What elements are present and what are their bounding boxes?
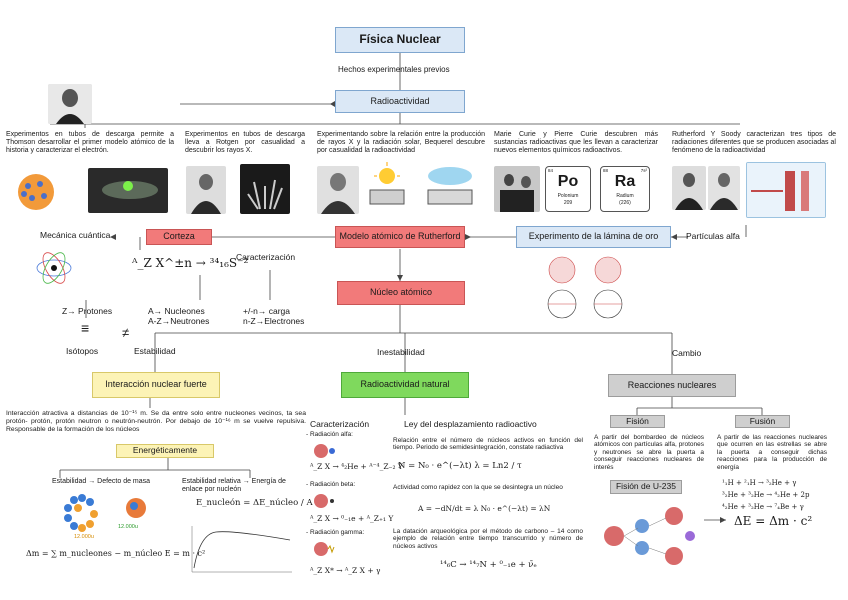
rontgen-portrait (186, 166, 226, 214)
ra-suffix: 7s² (640, 168, 647, 173)
nucleo-atomico-box: Núcleo atómico (337, 281, 465, 305)
cloud-plate-image (414, 162, 486, 212)
ley-desplazamiento-label: Ley del desplazamiento radioactivo (404, 419, 537, 429)
plum-pudding-image (6, 168, 76, 213)
alpha-formula: ᴬ_Z X → ⁴₂He + ᴬ⁻⁴_Z₋₂ Y (310, 462, 403, 471)
binding-energy-graph (186, 522, 296, 578)
po-symbol: Po (557, 173, 579, 190)
caracterizacion-label: Caracterización (236, 252, 296, 262)
energeticamente-box: Energéticamente (116, 444, 214, 458)
fission-diagram (594, 496, 704, 576)
fusion-formula-3: ⁴₂He + ³₂He → ⁷₄Be + γ (722, 503, 804, 511)
ra-symbol: Ra (614, 173, 636, 190)
beta-decay-image (312, 492, 336, 510)
datacion-description: La datación arqueológica por el método d… (393, 528, 583, 550)
mass-defect-image (56, 490, 164, 538)
mass-value-2: 12.000u (118, 524, 138, 530)
fuerte-description: Interacción atractiva a distancias de 10… (6, 410, 306, 433)
z-protones-label: Z→ Protones (62, 306, 113, 316)
decay-law-formula: N = N₀ · e^(−λt) λ = Ln2 / τ (398, 461, 522, 471)
actividad-description: Actividad como rapidez con la que se des… (393, 484, 563, 491)
mecanica-cuantica-label: Mecánica cuántica (40, 230, 111, 240)
polonium-card: 84 Po Polonium 209 (545, 166, 591, 212)
neq-symbol: ≠ (122, 325, 130, 340)
fision-box: Fisión (610, 415, 665, 428)
radiacion-alfa-label: - Radiación alfa: (306, 431, 353, 438)
fision-description: A partir del bombardeo de núcleos atómic… (594, 434, 704, 471)
gamma-decay-image (312, 540, 336, 558)
caracterizacion-natural-label: Caracterización (310, 419, 370, 429)
interaccion-fuerte-box: Interacción nuclear fuerte (92, 372, 220, 398)
rutherford-portrait (672, 166, 706, 210)
cathode-tube-image (88, 168, 168, 213)
sun-plate-image (362, 162, 412, 212)
fusion-box: Fusión (735, 415, 790, 428)
fusion-formula-2: ³₂He + ³₂He → ⁴₂He + 2p (722, 491, 810, 499)
mass-defect-formula: Δm = ∑ m_nucleones − m_núcleo E = m · c² (26, 549, 206, 558)
ley-description: Relación entre el número de núcleos acti… (393, 437, 583, 452)
ra-number: 88 (603, 168, 609, 173)
activity-formula: A = −dN/dt = λ N₀ · e^(−λt) = λN (418, 504, 551, 513)
main-title: Física Nuclear (335, 27, 465, 53)
becquerel-portrait (317, 166, 359, 214)
equiv-symbol: ≡ (81, 320, 90, 336)
alpha-decay-image (312, 442, 336, 460)
radiation-types-image (746, 162, 826, 218)
energia-enlace-label: Estabilidad relativa → Energía de enlace… (182, 478, 286, 494)
fusion-formula-1: ¹₁H + ²₁H → ³₂He + γ (722, 479, 797, 487)
thomson-portrait (48, 84, 92, 124)
fusion-description: A partir de las reacciones nucleares que… (717, 434, 827, 471)
n-carga-label: +/-n→ carga (243, 306, 291, 316)
estabilidad-label: Estabilidad (134, 346, 176, 356)
defecto-masa-label: Estabilidad → Defecto de masa (52, 478, 151, 485)
inestabilidad-label: Inestabilidad (377, 347, 425, 357)
az-neutrones-label: A-Z→Neutrones (148, 316, 210, 326)
po-name: Polonium (557, 193, 579, 199)
carbon14-formula: ¹⁴₆C → ¹⁴₇N + ⁰₋₁e + ν̄ₑ (440, 560, 537, 570)
particulas-alfa-label: Partículas alfa (686, 231, 740, 241)
exp-curie-text: Marie Curie y Pierre Curie descubren más… (494, 131, 658, 155)
modelo-rutherford-box: Modelo atómico de Rutherford (335, 226, 465, 248)
n-electrones-label: n-Z→Electrones (243, 316, 305, 326)
gold-foil-diagram (540, 252, 632, 322)
radiacion-beta-label: - Radiación beta: (306, 481, 356, 488)
energy-mass-formula: ΔE = Δm · c² (734, 514, 813, 528)
cambio-label: Cambio (672, 348, 702, 358)
ra-weight: (226) (619, 200, 631, 206)
exp-rotgen-text: Experimentos en tubos de descarga lleva … (185, 131, 305, 155)
soddy-portrait (708, 166, 740, 210)
ra-name: Radium (616, 193, 634, 199)
radioactividad-natural-box: Radioactividad natural (341, 372, 469, 398)
exp-rutherford-text: Rutherford Y Soody caracterizan tres tip… (672, 131, 836, 155)
exp-bequerel-text: Experimentando sobre la relación entre l… (317, 131, 485, 155)
lamina-oro-box: Experimento de la lámina de oro (516, 226, 671, 248)
po-weight: 209 (563, 200, 573, 206)
beta-formula: ᴬ_Z X → ⁰₋₁e + ᴬ_Z₊₁ Y (310, 514, 394, 523)
hechos-label: Hechos experimentales previos (338, 65, 450, 74)
radium-card: 88 7s² Ra Radium (226) (600, 166, 650, 212)
exp-thomson-text: Experimentos en tubos de descarga permit… (6, 131, 174, 155)
binding-energy-formula: E_nucleón = ΔE_núcleo / A (196, 498, 313, 508)
radiacion-gamma-label: - Radiación gamma: (306, 529, 365, 536)
mass-value-1: 12.000u (74, 534, 94, 540)
isotopos-label: Isótopos (66, 346, 99, 356)
reacciones-nucleares-box: Reacciones nucleares (608, 374, 736, 397)
isotope-formula: ᴬ_Z X^±n → ³⁴₁₆S⁻² (132, 256, 249, 270)
corteza-box: Corteza (146, 229, 212, 245)
po-number: 84 (548, 168, 554, 173)
xray-hand-image (240, 164, 290, 214)
a-nucleones-label: A→ Nucleones (148, 306, 205, 316)
radioactividad-box: Radioactividad (335, 90, 465, 113)
fision-u235-box: Fisión de U-235 (610, 480, 682, 494)
curie-photo (494, 166, 540, 212)
quantum-atom-image (34, 248, 74, 288)
gamma-formula: ᴬ_Z X* → ᴬ_Z X + γ (310, 566, 381, 575)
